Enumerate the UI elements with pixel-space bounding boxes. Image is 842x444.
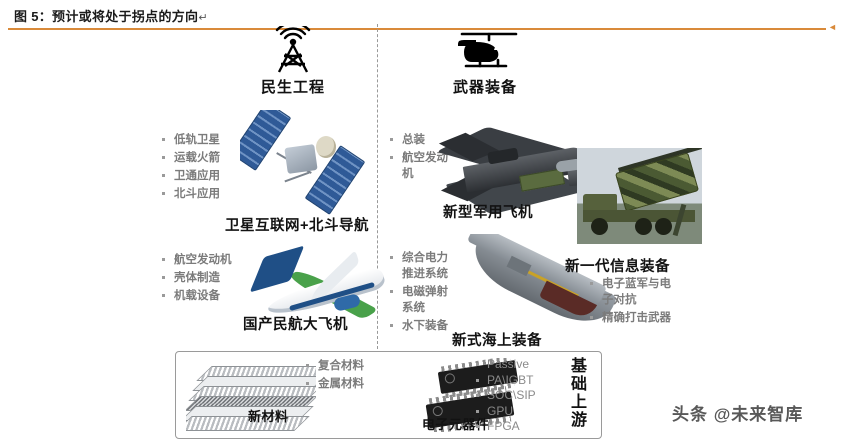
list-item: 航空发动机 [160, 252, 260, 268]
helicopter-icon [410, 26, 560, 74]
military-aircraft-bullets: 总装 航空发动 机 [388, 132, 460, 184]
foundation-upstream-label: 基础上游 [570, 358, 587, 429]
list-item: GPU [474, 404, 536, 420]
foundation-upstream-box: 新材料 复合材料 金属材料 电子元器件 Passive P [175, 351, 602, 439]
list-item: 电磁弹射 系统 [388, 284, 462, 316]
list-item: FPGA [474, 419, 536, 435]
header-civil-engineering: 民生工程 [218, 21, 368, 97]
naval-label: 新式海上装备 [452, 333, 542, 349]
components-label: 电子元器件 [422, 417, 490, 432]
satellite-label: 卫星互联网+北斗导航 [225, 218, 369, 234]
list-item: 金属材料 [304, 376, 424, 392]
figure-caption: 图 5：预计或将处于拐点的方向↵ [14, 6, 826, 28]
caption-divider-rule [8, 28, 826, 30]
radar-truck-photo [577, 148, 702, 244]
figure-caption-text: 图 5：预计或将处于拐点的方向 [14, 9, 199, 24]
broadcast-tower-icon [218, 21, 368, 74]
header-weapon-equipment: 武器装备 [410, 26, 560, 97]
list-item: 卫通应用 [160, 168, 250, 184]
paragraph-mark-icon: ↵ [198, 12, 208, 24]
list-item: 机载设备 [160, 288, 260, 304]
header-weapon-label: 武器装备 [452, 79, 517, 96]
satellite-photo [240, 110, 370, 220]
header-civil-label: 民生工程 [260, 79, 325, 96]
components-bullets: Passive PA\IGBT SOC\SIP GPU FPGA [474, 357, 536, 435]
list-item: SOC\SIP [474, 388, 536, 404]
list-item: 电子蓝军与电 子对抗 [588, 276, 718, 308]
civil-aircraft-bullets: 航空发动机 壳体制造 机载设备 [160, 252, 260, 306]
information-label: 新一代信息装备 [565, 259, 670, 275]
watermark: 头条 @未来智库 [672, 405, 804, 424]
information-bullets: 电子蓝军与电 子对抗 精确打击武器 [588, 276, 718, 328]
list-item: PA\IGBT [474, 373, 536, 389]
naval-bullets: 综合电力 推进系统 电磁弹射 系统 水下装备 [388, 250, 462, 336]
list-item: 北斗应用 [160, 186, 250, 202]
list-item: 总装 [388, 132, 460, 148]
civil-aircraft-label: 国产民航大飞机 [243, 317, 348, 333]
materials-bullets: 复合材料 金属材料 [304, 358, 424, 394]
satellite-bullets: 低轨卫星 运载火箭 卫通应用 北斗应用 [160, 132, 250, 204]
list-item: 复合材料 [304, 358, 424, 374]
list-item: 低轨卫星 [160, 132, 250, 148]
military-aircraft-label: 新型军用飞机 [443, 205, 533, 221]
list-item: 航空发动 机 [388, 150, 460, 182]
list-item: 精确打击武器 [588, 310, 718, 326]
list-item: 运载火箭 [160, 150, 250, 166]
paragraph-end-mark-icon: ◄ [828, 22, 837, 32]
column-divider [377, 24, 378, 349]
list-item: 壳体制造 [160, 270, 260, 286]
list-item: 综合电力 推进系统 [388, 250, 462, 282]
list-item: 水下装备 [388, 318, 462, 334]
materials-label: 新材料 [248, 409, 289, 424]
list-item: Passive [474, 357, 536, 373]
